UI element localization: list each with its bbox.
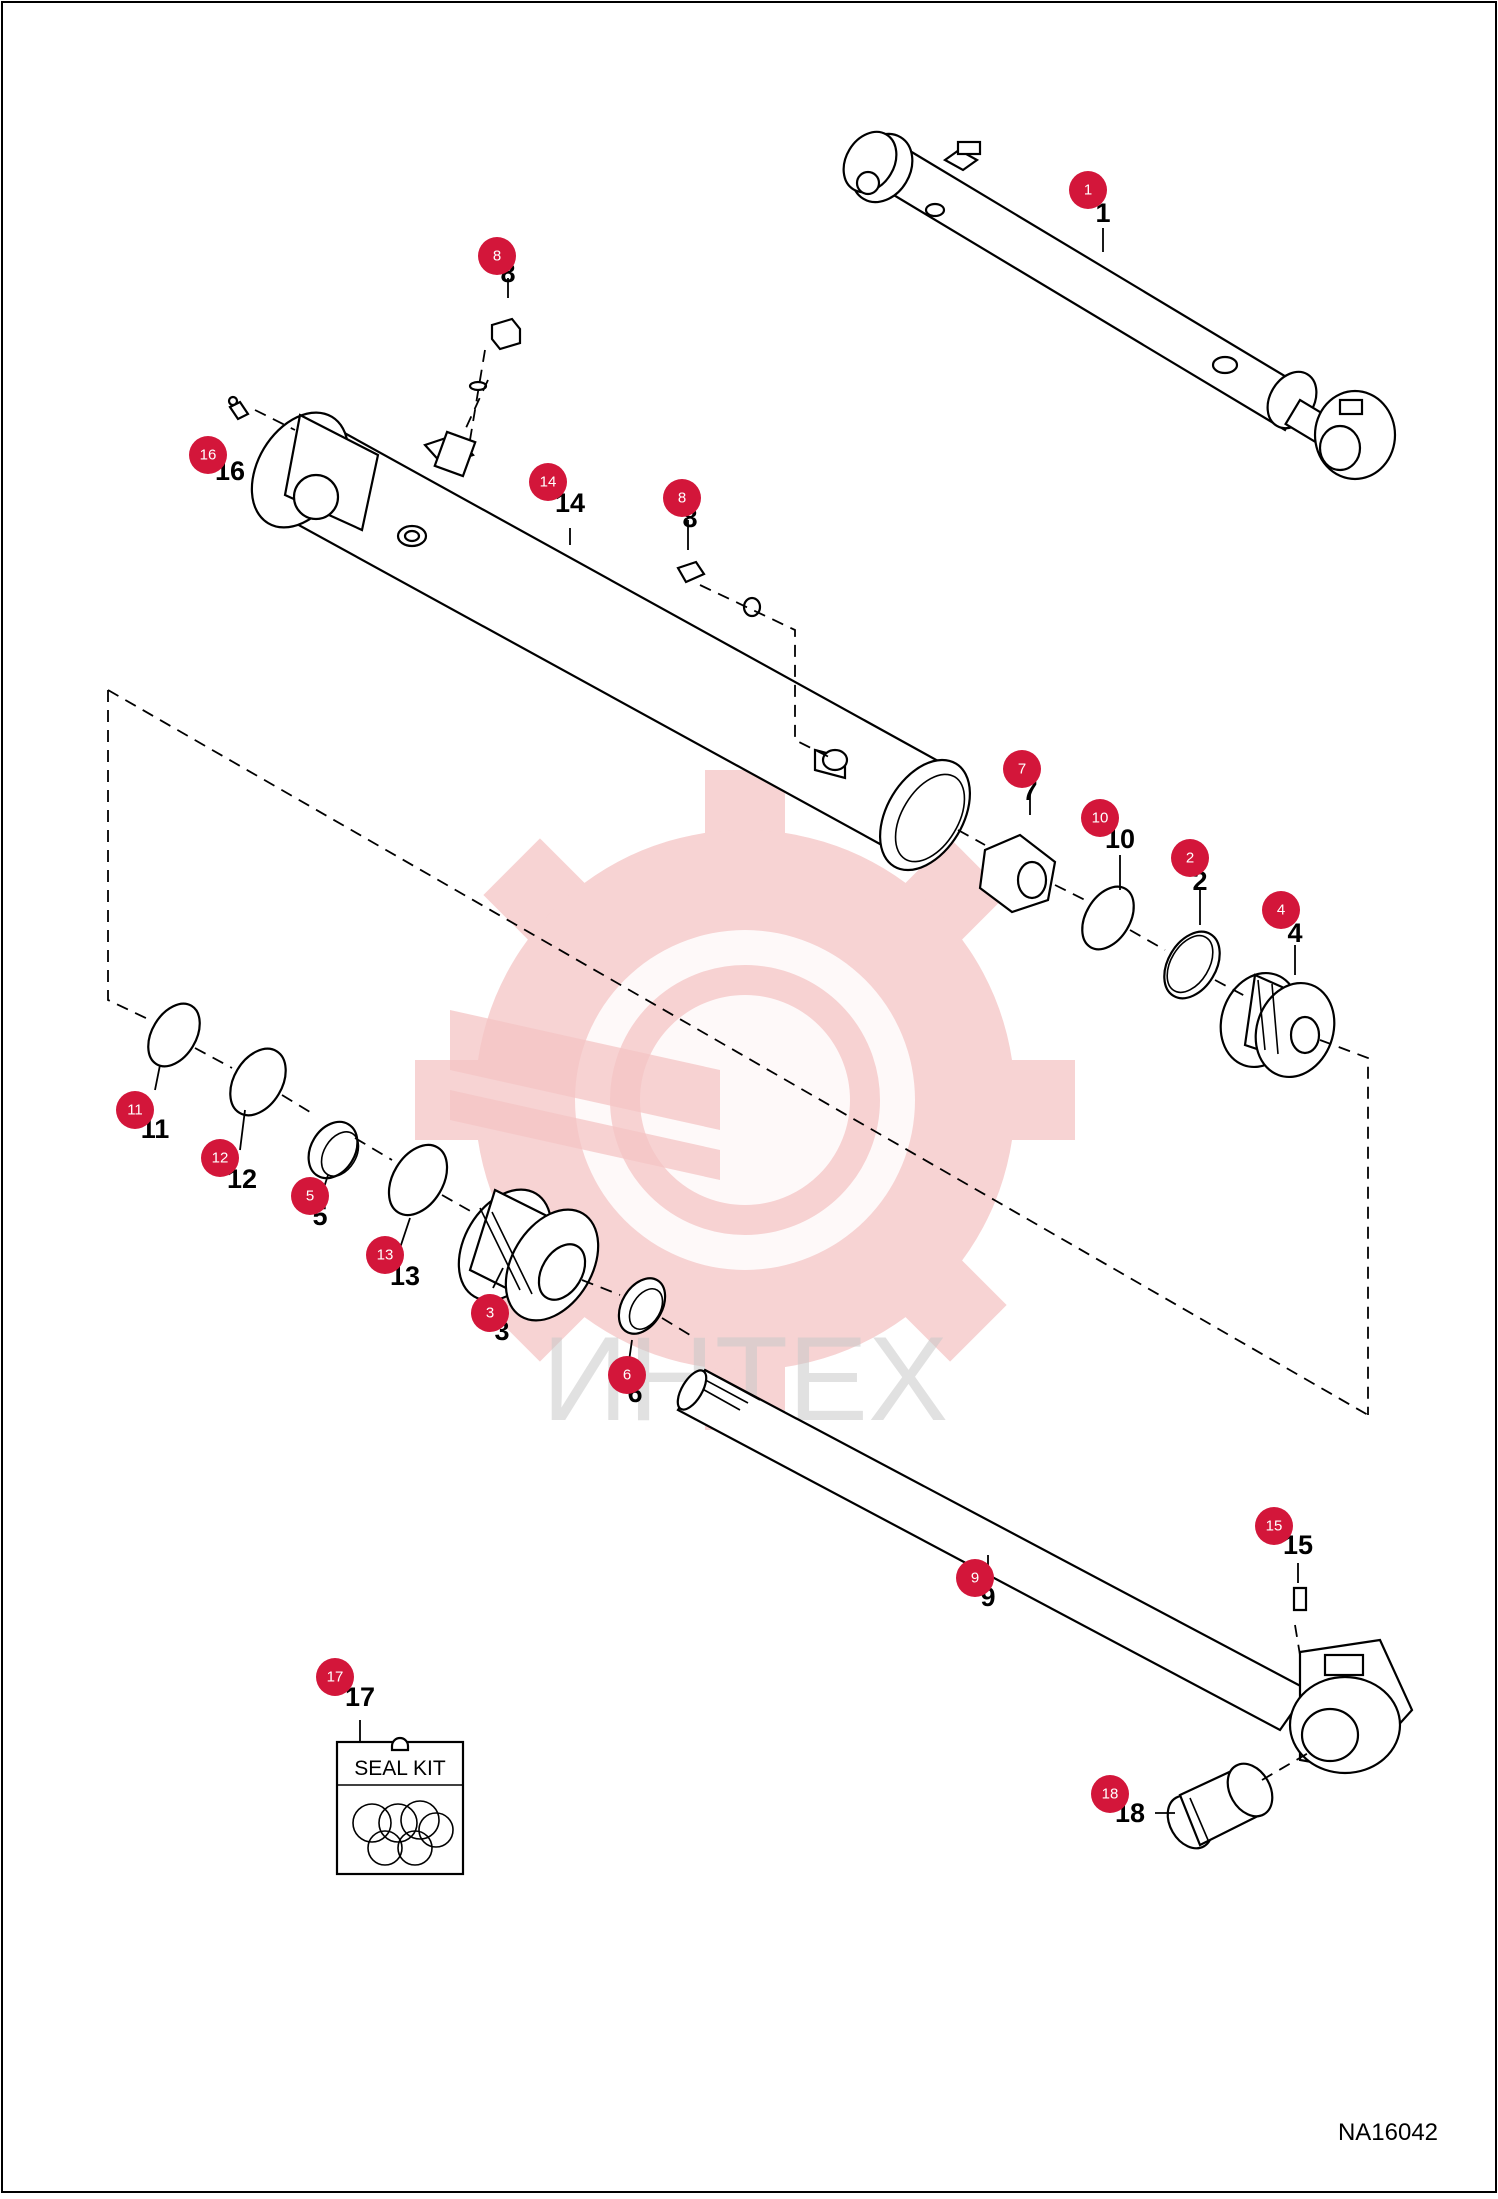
- barrel-part-14: [250, 411, 971, 872]
- callout-badge-11: [116, 1091, 154, 1129]
- callout-7: 77: [1003, 750, 1041, 806]
- callout-8a: 88: [478, 237, 516, 288]
- seal-rings: [147, 885, 1221, 1335]
- callout-badge-9: [956, 1559, 994, 1597]
- callout-badge-label-2: 2: [1186, 850, 1194, 867]
- callout-badge-label-6: 6: [623, 1367, 631, 1384]
- callout-5: 55: [291, 1177, 329, 1231]
- fitting-part-8-top: [490, 317, 522, 351]
- callout-1: 11: [1069, 171, 1111, 228]
- callout-badge-label-4: 4: [1277, 902, 1285, 919]
- callout-badge-8a: [478, 237, 516, 275]
- callout-badge-6: [608, 1356, 646, 1394]
- callout-badge-label-14: 14: [540, 474, 557, 491]
- callout-layer: 1122334455667788889910101111121213131414…: [116, 171, 1313, 1828]
- callout-badge-3: [471, 1294, 509, 1332]
- callout-badge-label-16: 16: [200, 447, 217, 464]
- gland-part-3: [457, 1188, 600, 1322]
- callout-badge-12: [201, 1139, 239, 1177]
- bushing-part-18: [1166, 1762, 1274, 1850]
- callout-badge-label-10: 10: [1092, 810, 1109, 827]
- seal-kit-label: SEAL KIT: [354, 1757, 446, 1780]
- callout-number-1: 1: [1095, 198, 1110, 228]
- callout-badge-label-12: 12: [212, 1150, 229, 1167]
- assembly-lines: [107, 349, 1369, 1781]
- callout-badge-7: [1003, 750, 1041, 788]
- callout-9: 99: [956, 1559, 996, 1612]
- rod-part-9: [676, 1368, 1414, 1775]
- callout-badge-label-3: 3: [486, 1305, 494, 1322]
- callout-badge-label-18: 18: [1102, 1786, 1119, 1803]
- ring-part-11: [147, 1002, 201, 1068]
- cylinder-assembly-part-1: [842, 130, 1397, 481]
- callout-badge-10: [1081, 799, 1119, 837]
- callout-badge-label-1: 1: [1084, 182, 1092, 199]
- ring-part-12: [229, 1047, 287, 1117]
- fitting-part-8-mid: [676, 560, 706, 584]
- ring-part-2: [1163, 930, 1221, 1000]
- piston-part-4: [1219, 971, 1336, 1079]
- callout-badge-17: [316, 1658, 354, 1696]
- callout-badge-16: [189, 436, 227, 474]
- callout-badge-4: [1262, 891, 1300, 929]
- callout-badge-2: [1171, 839, 1209, 877]
- callout-badge-label-9: 9: [971, 1570, 979, 1587]
- leader-lines: [154, 228, 1299, 1814]
- callout-3: 33: [471, 1294, 510, 1346]
- callout-4: 44: [1262, 891, 1303, 948]
- callout-8b: 88: [663, 479, 701, 533]
- callout-badge-label-15: 15: [1266, 1518, 1283, 1535]
- callout-badge-8b: [663, 479, 701, 517]
- callout-6: 66: [608, 1356, 646, 1408]
- callout-badge-5: [291, 1177, 329, 1215]
- drawing-code: NA16042: [1338, 2119, 1438, 2146]
- callout-badge-18: [1091, 1775, 1129, 1813]
- nut-part-7: [978, 833, 1057, 914]
- ring-part-13: [387, 1143, 449, 1217]
- seal-kit-part-17: SEAL KIT: [335, 1736, 465, 1876]
- callout-badge-15: [1255, 1507, 1293, 1545]
- callout-badge-label-7: 7: [1018, 761, 1026, 778]
- callout-badge-label-5: 5: [306, 1188, 314, 1205]
- callout-badge-label-11: 11: [127, 1102, 143, 1119]
- callout-badge-label-13: 13: [377, 1247, 394, 1264]
- callout-badge-14: [529, 463, 567, 501]
- callout-badge-13: [366, 1236, 404, 1274]
- seal-part-5: [307, 1120, 359, 1180]
- callout-badge-label-8a: 8: [493, 248, 501, 265]
- fitting-part-15: [1292, 1586, 1308, 1612]
- callout-badge-label-8b: 8: [678, 490, 686, 507]
- callout-badge-label-17: 17: [327, 1669, 344, 1686]
- ring-part-10: [1081, 885, 1135, 951]
- callout-badge-1: [1069, 171, 1107, 209]
- callout-2: 22: [1171, 839, 1209, 896]
